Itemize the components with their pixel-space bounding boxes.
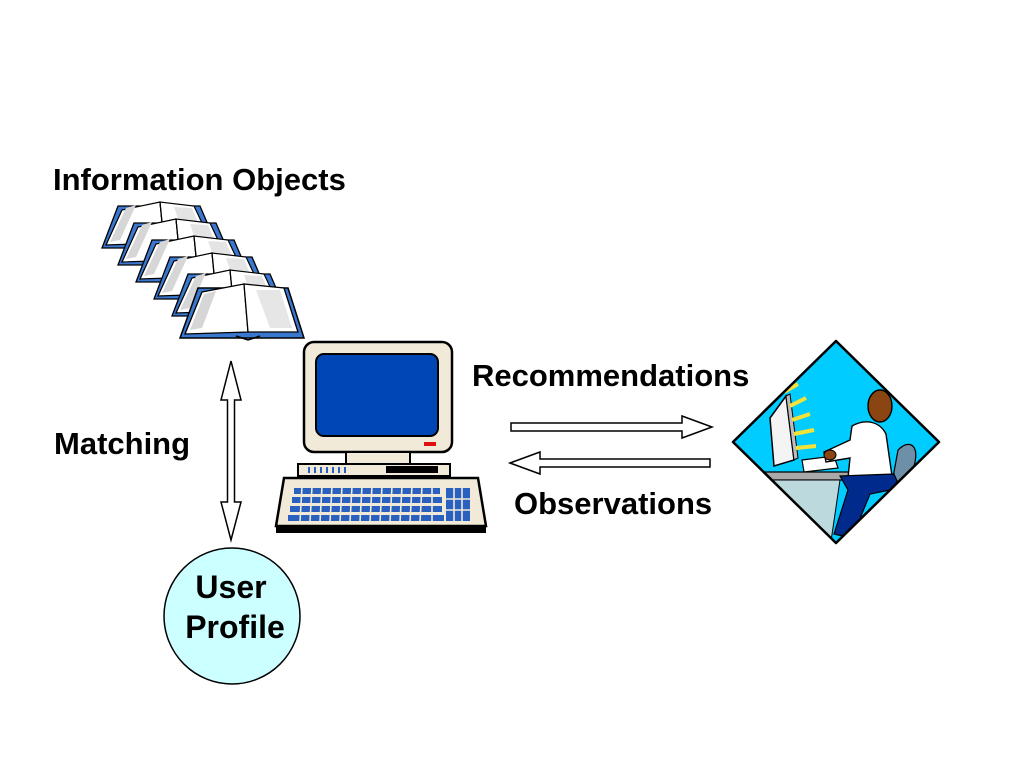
book-stack-icon — [101, 201, 306, 341]
matching-label: Matching — [54, 426, 191, 461]
user-profile-line1: User — [195, 569, 267, 605]
matching-double-arrow — [220, 360, 242, 543]
user-profile-label: User Profile — [163, 567, 299, 647]
observations-label: Observations — [514, 486, 713, 521]
user-profile-circle — [163, 547, 301, 685]
user-at-workstation-icon — [731, 339, 941, 545]
desktop-computer-icon — [274, 340, 488, 533]
user-profile-line2: Profile — [185, 609, 285, 645]
recommendations-arrow — [510, 414, 715, 440]
information-objects-label: Information Objects — [53, 162, 346, 197]
recommendations-label: Recommendations — [472, 358, 750, 393]
observations-arrow — [507, 450, 711, 476]
